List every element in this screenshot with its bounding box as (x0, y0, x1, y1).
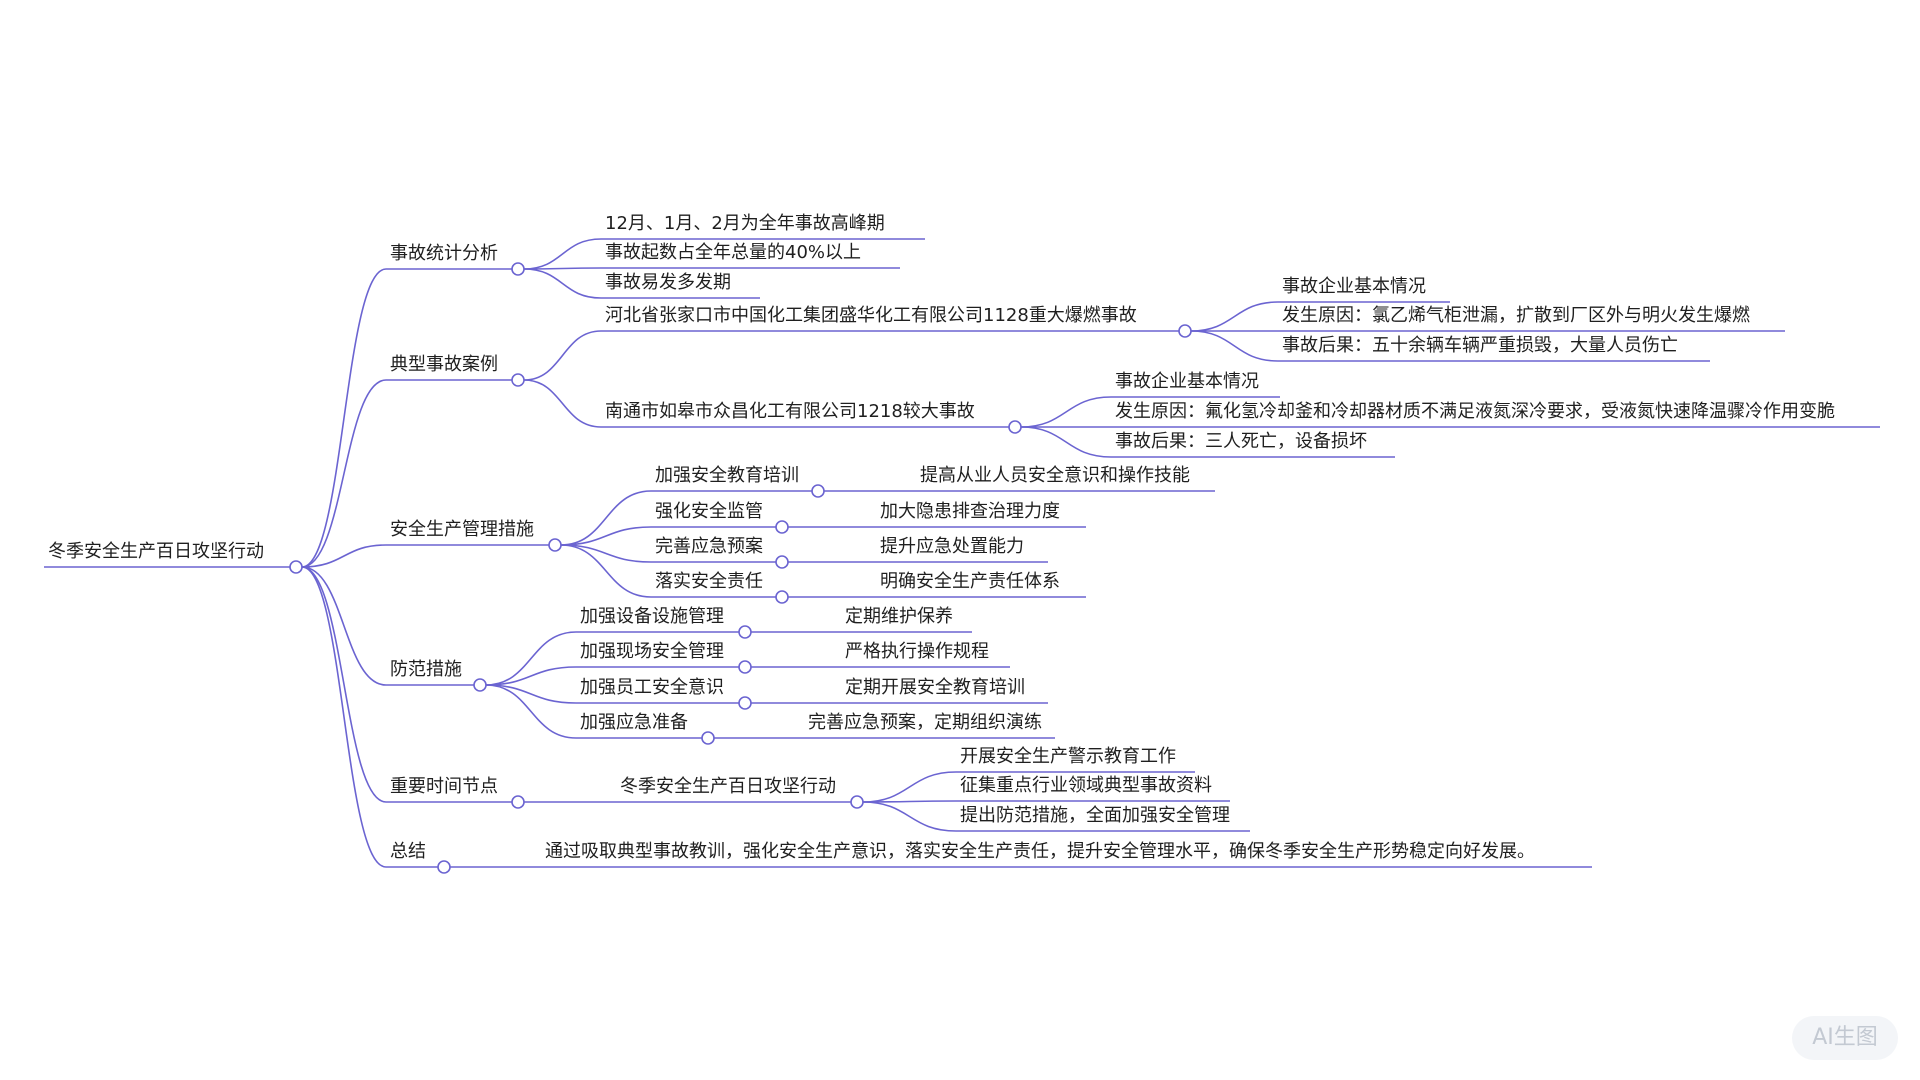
mindmap-edge (862, 800, 957, 803)
mindmap-connectors (289, 262, 1192, 874)
mindmap-node-label: 事故后果：三人死亡，设备损坏 (1115, 431, 1367, 452)
mindmap-node-label: 严格执行操作规程 (845, 641, 989, 662)
node-connector (548, 538, 562, 552)
mindmap-edge (862, 801, 957, 832)
node-connector (738, 625, 752, 639)
node-connector (811, 484, 825, 498)
mindmap-underlines (44, 238, 1880, 868)
mindmap-node-label: 提出防范措施，全面加强安全管理 (960, 805, 1230, 826)
mindmap-edge (485, 684, 577, 704)
mindmap-edge (1020, 426, 1112, 458)
mindmap-node-label: 通过吸取典型事故教训，强化安全生产意识，落实安全生产责任，提升安全管理水平，确保… (545, 841, 1535, 862)
mindmap-node-label: 防范措施 (390, 659, 462, 680)
mindmap-edge (1190, 330, 1279, 362)
mindmap-edge (301, 566, 387, 686)
mindmap-edge (862, 771, 957, 803)
mindmap-edges (301, 238, 1279, 868)
mindmap-edge (301, 544, 387, 568)
mindmap-node-label: 加强安全教育培训 (655, 465, 799, 486)
node-connector (738, 660, 752, 674)
mindmap-node-label: 南通市如皋市众昌化工有限公司1218较大事故 (605, 401, 975, 422)
mindmap-edge (301, 268, 387, 568)
mindmap-node-label: 加强现场安全管理 (580, 641, 724, 662)
mindmap-edge (523, 268, 602, 299)
node-connector (1008, 420, 1022, 434)
node-connector (511, 795, 525, 809)
mindmap-node-label: 事故企业基本情况 (1115, 371, 1259, 392)
mindmap-node-label: 明确安全生产责任体系 (880, 571, 1060, 592)
mindmap-node-label: 征集重点行业领域典型事故资料 (960, 775, 1212, 796)
mindmap-node-label: 冬季安全生产百日攻坚行动 (48, 541, 264, 562)
mindmap-node-label: 重要时间节点 (390, 776, 498, 797)
mindmap-edge (560, 490, 652, 546)
mindmap-node-label: 冬季安全生产百日攻坚行动 (620, 776, 836, 797)
mindmap-node-label: 安全生产管理措施 (390, 519, 534, 540)
mindmap-edge (301, 566, 387, 868)
node-connector (775, 520, 789, 534)
node-connector (775, 555, 789, 569)
mindmap-node-label: 事故企业基本情况 (1282, 276, 1426, 297)
ai-image-watermark: AI生图 (1792, 1016, 1898, 1060)
node-connector (850, 795, 864, 809)
node-connector (738, 696, 752, 710)
mindmap-edge (485, 631, 577, 686)
mindmap-edge (485, 684, 577, 739)
node-connector (473, 678, 487, 692)
mindmap-edge (523, 238, 602, 270)
node-connector (511, 262, 525, 276)
node-connector (289, 560, 303, 574)
mindmap-node-label: 定期开展安全教育培训 (845, 677, 1025, 698)
mindmap-node-label: 事故后果：五十余辆车辆严重损毁，大量人员伤亡 (1282, 335, 1678, 356)
mindmap-edge (301, 566, 387, 803)
mindmap-edge (523, 330, 602, 381)
mindmap-node-label: 强化安全监管 (655, 501, 763, 522)
mindmap-node-label: 加强应急准备 (580, 712, 688, 733)
mindmap-node-label: 完善应急预案 (655, 536, 763, 557)
mindmap-node-label: 落实安全责任 (655, 571, 763, 592)
node-connector (511, 373, 525, 387)
node-connector (701, 731, 715, 745)
mindmap-node-label: 总结 (390, 841, 426, 862)
mindmap-node-label: 发生原因：氟化氢冷却釜和冷却器材质不满足液氮深冷要求，受液氮快速降温骤冷作用变脆 (1115, 401, 1835, 422)
mindmap-node-label: 开展安全生产警示教育工作 (960, 746, 1176, 767)
mindmap-edge (1190, 301, 1279, 332)
mindmap-edge (560, 544, 652, 598)
node-connector (1178, 324, 1192, 338)
mindmap-node-label: 发生原因：氯乙烯气柜泄漏，扩散到厂区外与明火发生爆燃 (1282, 305, 1750, 326)
mindmap-node-label: 事故统计分析 (390, 243, 498, 264)
mindmap-edge (301, 379, 387, 568)
mindmap-node-label: 加强设备设施管理 (580, 606, 724, 627)
mindmap-edge (485, 666, 577, 686)
mindmap-edge (560, 544, 652, 563)
mindmap-node-label: 提升应急处置能力 (880, 536, 1024, 557)
mindmap-node-label: 事故起数占全年总量的40%以上 (605, 242, 862, 263)
node-connector (437, 860, 451, 874)
mindmap-node-label: 河北省张家口市中国化工集团盛华化工有限公司1128重大爆燃事故 (605, 305, 1137, 326)
mindmap-node-label: 加强员工安全意识 (580, 677, 724, 698)
mindmap-edge (560, 526, 652, 546)
mindmap-node-label: 典型事故案例 (390, 354, 498, 375)
mindmap-node-label: 加大隐患排查治理力度 (880, 501, 1060, 522)
mindmap-node-label: 定期维护保养 (845, 606, 953, 627)
mindmap-node-label: 事故易发多发期 (605, 272, 731, 293)
mindmap-node-label: 完善应急预案，定期组织演练 (808, 712, 1042, 733)
node-connector (775, 590, 789, 604)
mindmap-edge (1020, 396, 1112, 428)
mindmap-edge (523, 379, 602, 428)
mindmap-node-label: 12月、1月、2月为全年事故高峰期 (605, 213, 885, 234)
mindmap-node-label: 提高从业人员安全意识和操作技能 (920, 465, 1190, 486)
